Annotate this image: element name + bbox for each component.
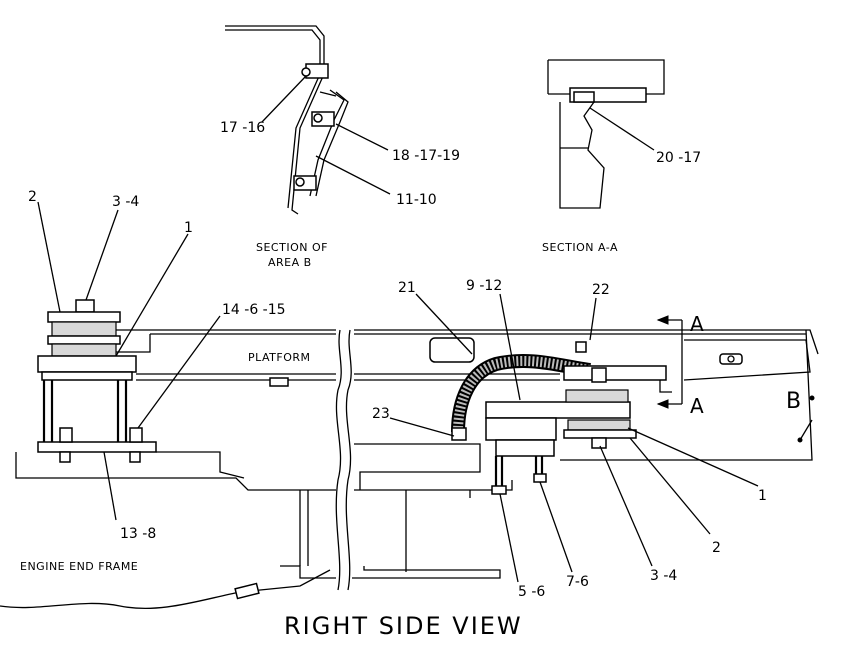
label-21: 21	[398, 280, 416, 296]
platform-frame	[0, 329, 819, 609]
label-20-17: 20 -17	[656, 150, 701, 166]
label-14-6-15: 14 -6 -15	[222, 302, 286, 318]
label-22: 22	[592, 282, 610, 298]
label-18-17-19: 18 -17-19	[392, 148, 460, 164]
label-1-right: 1	[758, 488, 767, 504]
caption-platform: PLATFORM	[248, 351, 311, 364]
label-section-a-top: A	[690, 312, 704, 336]
label-23: 23	[372, 406, 390, 422]
left-mount-assembly	[37, 299, 157, 463]
label-5-6: 5 -6	[518, 584, 545, 600]
section-area-b-detail	[225, 25, 391, 215]
section-cut-marker-a	[656, 315, 683, 409]
label-area-b: B	[786, 389, 801, 414]
diagram-title: RIGHT SIDE VIEW	[284, 612, 523, 640]
label-9-12: 9 -12	[466, 278, 502, 294]
label-13-8: 13 -8	[120, 526, 156, 542]
label-3-4-bottom: 3 -4	[650, 568, 677, 584]
left-mount-leaders	[37, 201, 221, 521]
caption-section-aa: SECTION A-A	[542, 241, 618, 254]
label-2-right: 2	[712, 540, 721, 556]
section-aa-detail	[547, 59, 665, 209]
right-mount-assembly	[389, 293, 759, 583]
label-1-top: 1	[184, 220, 193, 236]
label-3-4-top: 3 -4	[112, 194, 139, 210]
label-2-left: 2	[28, 189, 37, 205]
label-11-10: 11-10	[396, 192, 437, 208]
label-17-16: 17 -16	[220, 120, 265, 136]
caption-section-area-b-line2: AREA B	[268, 256, 312, 269]
label-7-6: 7-6	[566, 574, 589, 590]
caption-section-area-b-line1: SECTION OF	[256, 241, 328, 254]
label-section-a-bottom: A	[690, 394, 704, 418]
caption-engine-end-frame: ENGINE END FRAME	[20, 560, 138, 573]
